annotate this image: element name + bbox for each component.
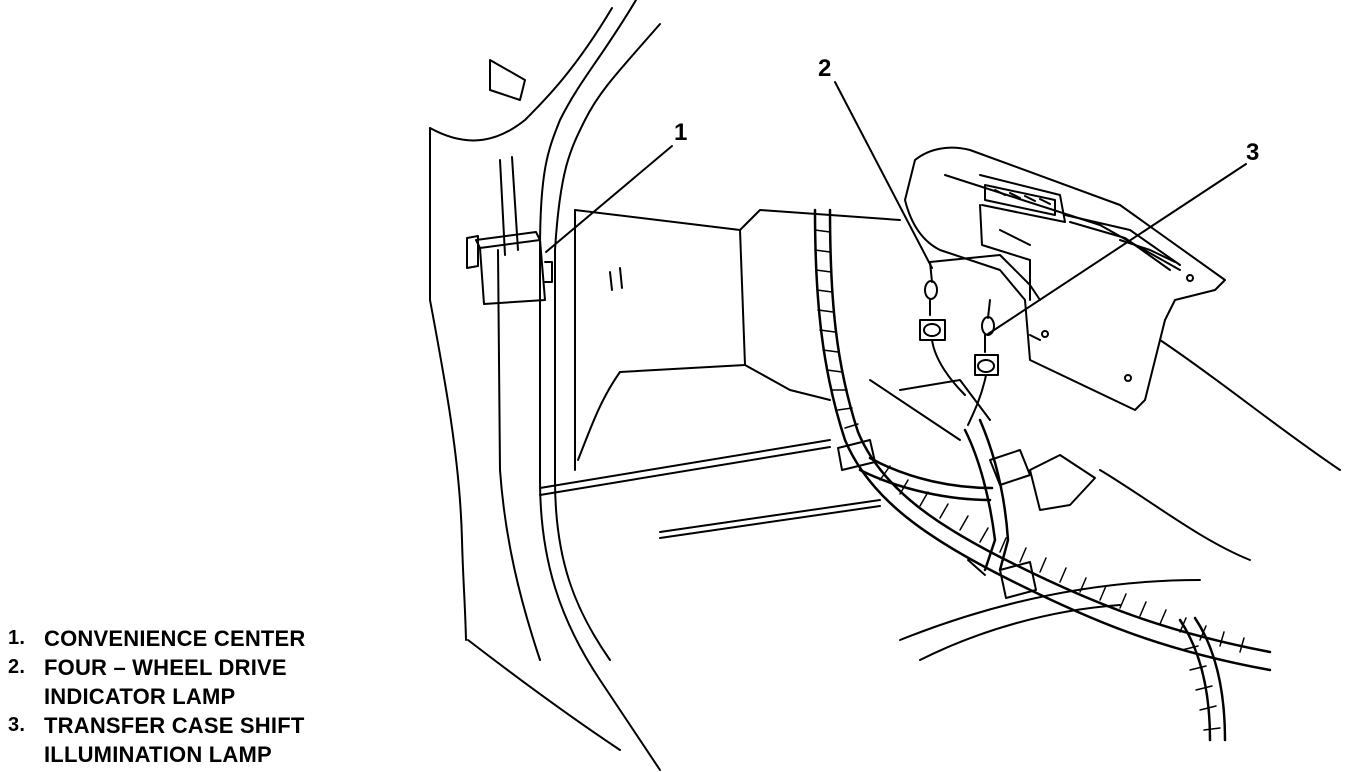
floor-panel — [539, 209, 1341, 661]
legend-number: 1. — [8, 627, 26, 649]
legend-item-2: 2. FOUR – WHEEL DRIVE INDICATOR LAMP — [8, 653, 368, 711]
callout-leaders — [545, 81, 1247, 335]
wiring-harness — [813, 208, 1272, 742]
legend-item-1: 1. CONVENIENCE CENTER — [8, 624, 368, 653]
legend-text: CONVENIENCE CENTER — [44, 626, 306, 651]
legend-text: FOUR – WHEEL DRIVE INDICATOR LAMP — [44, 655, 287, 709]
callout-2-label: 2 — [818, 55, 831, 82]
callout-3-label: 3 — [1246, 139, 1259, 166]
legend-item-3: 3. TRANSFER CASE SHIFT ILLUMINATION LAMP — [8, 711, 368, 769]
console-panel — [904, 146, 1226, 411]
door-pillar — [429, 0, 661, 771]
legend: 1. CONVENIENCE CENTER 2. FOUR – WHEEL DR… — [8, 624, 368, 769]
legend-number: 2. — [8, 656, 26, 678]
legend-number: 3. — [8, 714, 26, 736]
transfer-case-shift-illumination-lamp — [967, 299, 999, 426]
four-wheel-drive-indicator-lamp — [919, 261, 966, 396]
harness-clips — [837, 439, 1096, 599]
convenience-center — [466, 231, 553, 305]
harness-tubing-ribs — [814, 229, 1245, 731]
callout-1-label: 1 — [674, 119, 687, 146]
legend-text: TRANSFER CASE SHIFT ILLUMINATION LAMP — [44, 713, 305, 767]
